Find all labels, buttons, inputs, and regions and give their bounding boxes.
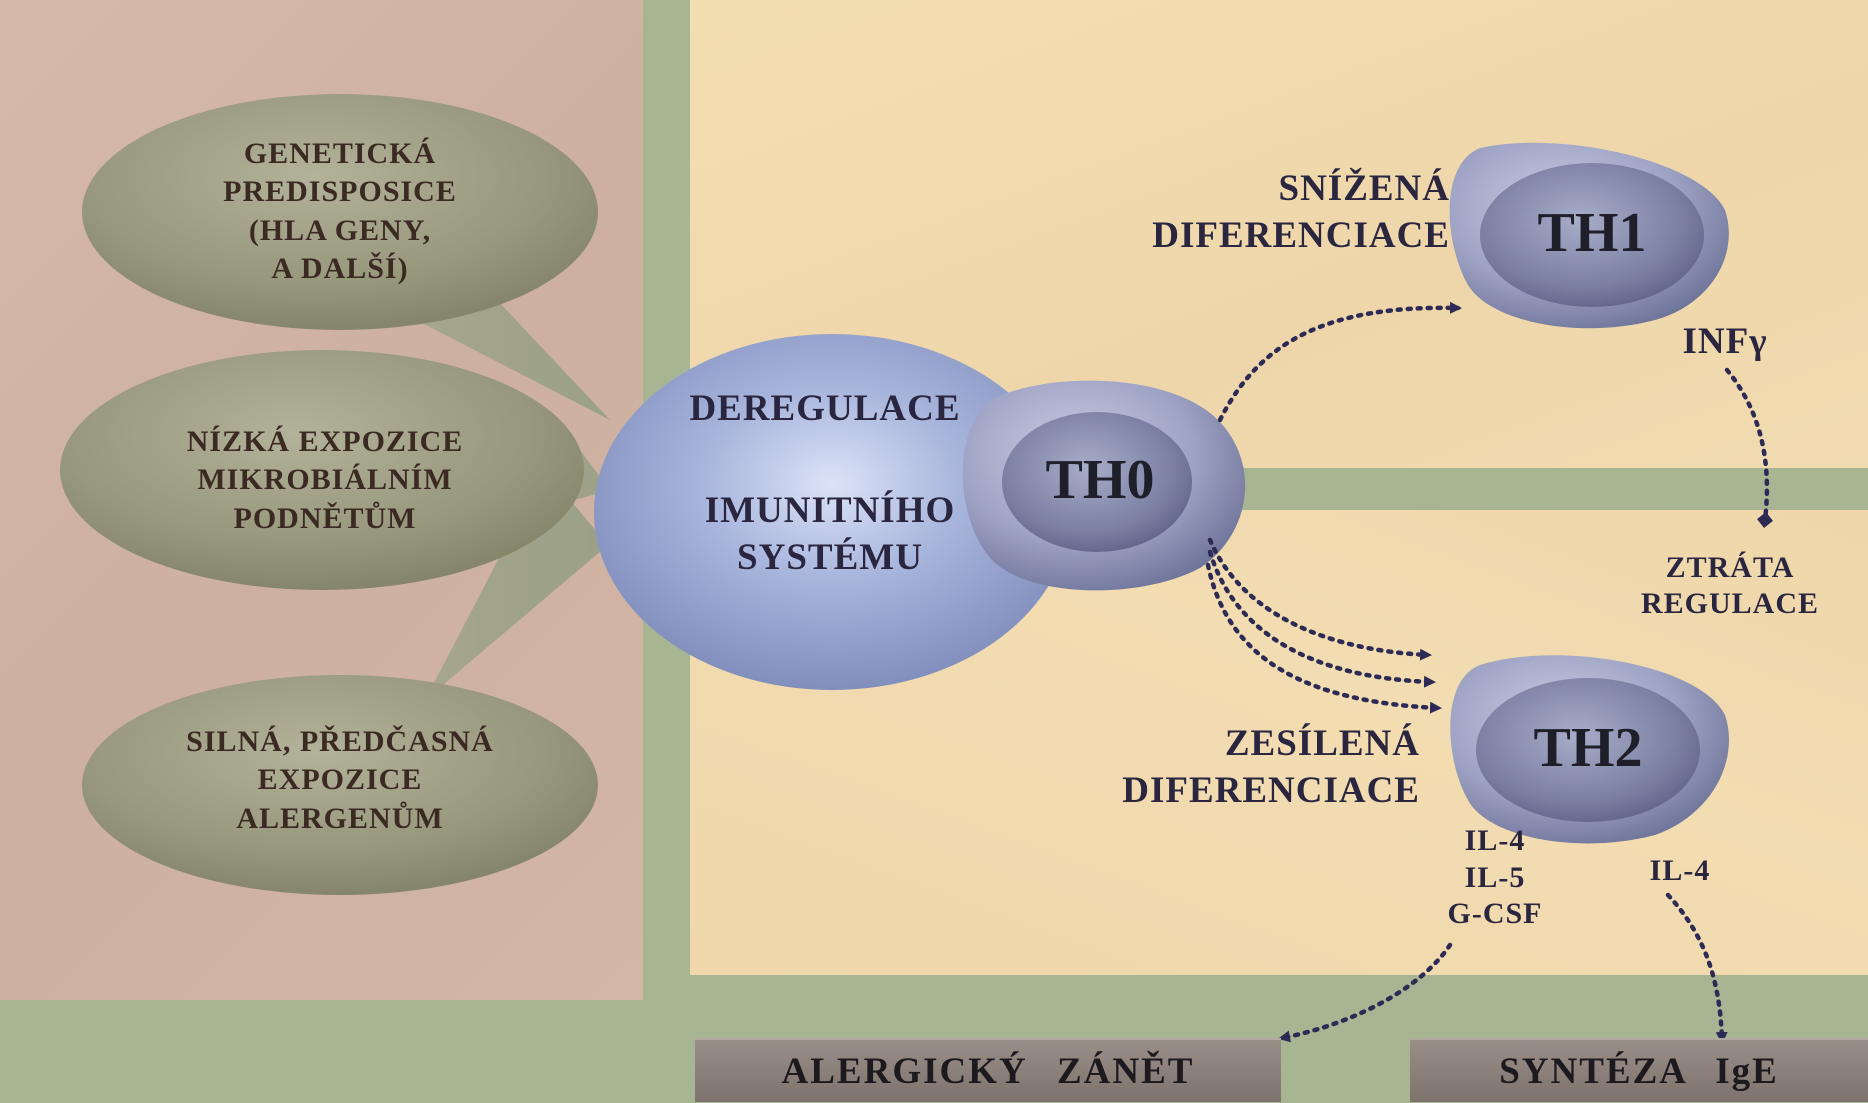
th0-cell [962,380,1246,591]
reduced-differentiation-label: SNÍŽENÁ DIFERENCIACE [1152,168,1450,257]
arrows [1205,301,1773,1044]
arrow-th0-to-th2-1 [1207,537,1432,661]
enhanced-differentiation-label: ZESÍLENÁ DIFERENCIACE [1122,723,1420,812]
outcome-allergic-inflammation: ALERGICKÝ ZÁNĚT [695,1038,1281,1102]
center-title: DEREGULACE [689,388,961,429]
th1-cell [1449,142,1729,329]
arrow-th0-to-th1 [1217,301,1462,423]
arrow-th0-to-th2-3 [1205,562,1442,714]
immune-system-circle [594,334,1070,690]
outcome-ige-synthesis: SYNTÉZA IgE [1410,1038,1868,1102]
factor-genetic-label: GENETICKÁ PREDISPOSICE (HLA GENY, A DALŠ… [223,137,457,286]
cytokines-right-label: IL-4 [1649,854,1711,887]
arrow-th0-to-th2-2 [1207,549,1436,688]
callout-tail-allergen [425,470,608,700]
center-subtitle: IMUNITNÍHO SYSTÉMU [704,490,956,579]
th1-label: TH1 [1537,202,1647,264]
loss-of-regulation-label: ZTRÁTA REGULACE [1640,551,1820,620]
factor-microbial-label: NÍZKÁ EXPOZICE MIKROBIÁLNÍM PODNĚTŮM [186,425,464,535]
factor-bubble-genetic [82,94,598,330]
arrow-to-inflammation [1278,942,1453,1043]
arrow-to-ige [1665,892,1728,1044]
cytokines-left-label: IL-4 IL-5 G-CSF [1447,824,1543,931]
factor-bubble-allergen [82,675,598,895]
th0-label: TH0 [1045,449,1155,511]
th2-label: TH2 [1533,717,1643,779]
infg-label: INFγ [1682,321,1768,362]
factor-bubble-microbial [60,350,584,590]
arrow-infg-to-loss [1724,367,1773,528]
factor-allergen-label: SILNÁ, PŘEDČASNÁ EXPOZICE ALERGENŮM [186,725,494,835]
th2-cell [1450,655,1730,844]
